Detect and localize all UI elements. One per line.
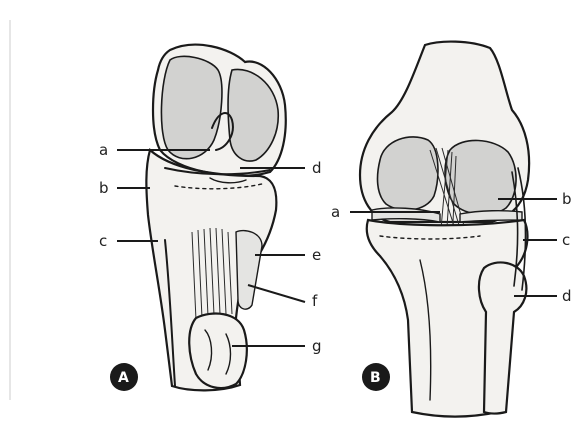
patella-a [161,56,221,158]
label-a-g: g [312,337,322,355]
label-a-a: a [99,141,108,159]
label-b-b: b [562,190,572,208]
label-a-e: e [312,246,321,264]
label-b-c: c [562,231,570,249]
label-a-f: f [312,292,318,310]
leader-a-f [248,285,305,302]
fibula-head-a [189,314,247,389]
ligament-a [236,231,262,310]
figure-badge-a: A [110,363,138,391]
svg-text:A: A [118,370,129,386]
label-b-d: d [562,287,572,305]
label-a-d: d [312,159,322,177]
figure-b: a b c d B [331,42,572,417]
figure-badge-b: B [362,363,390,391]
figure-a: a b c d e f g A [99,45,322,391]
label-b-a: a [331,203,340,221]
fibula-b [479,262,526,413]
label-a-c: c [99,232,107,250]
label-a-b: b [99,179,109,197]
meniscus-right-b [460,211,522,222]
svg-text:B: B [370,370,381,386]
condyle-right-b [445,140,516,214]
condyle-left-b [378,137,438,210]
